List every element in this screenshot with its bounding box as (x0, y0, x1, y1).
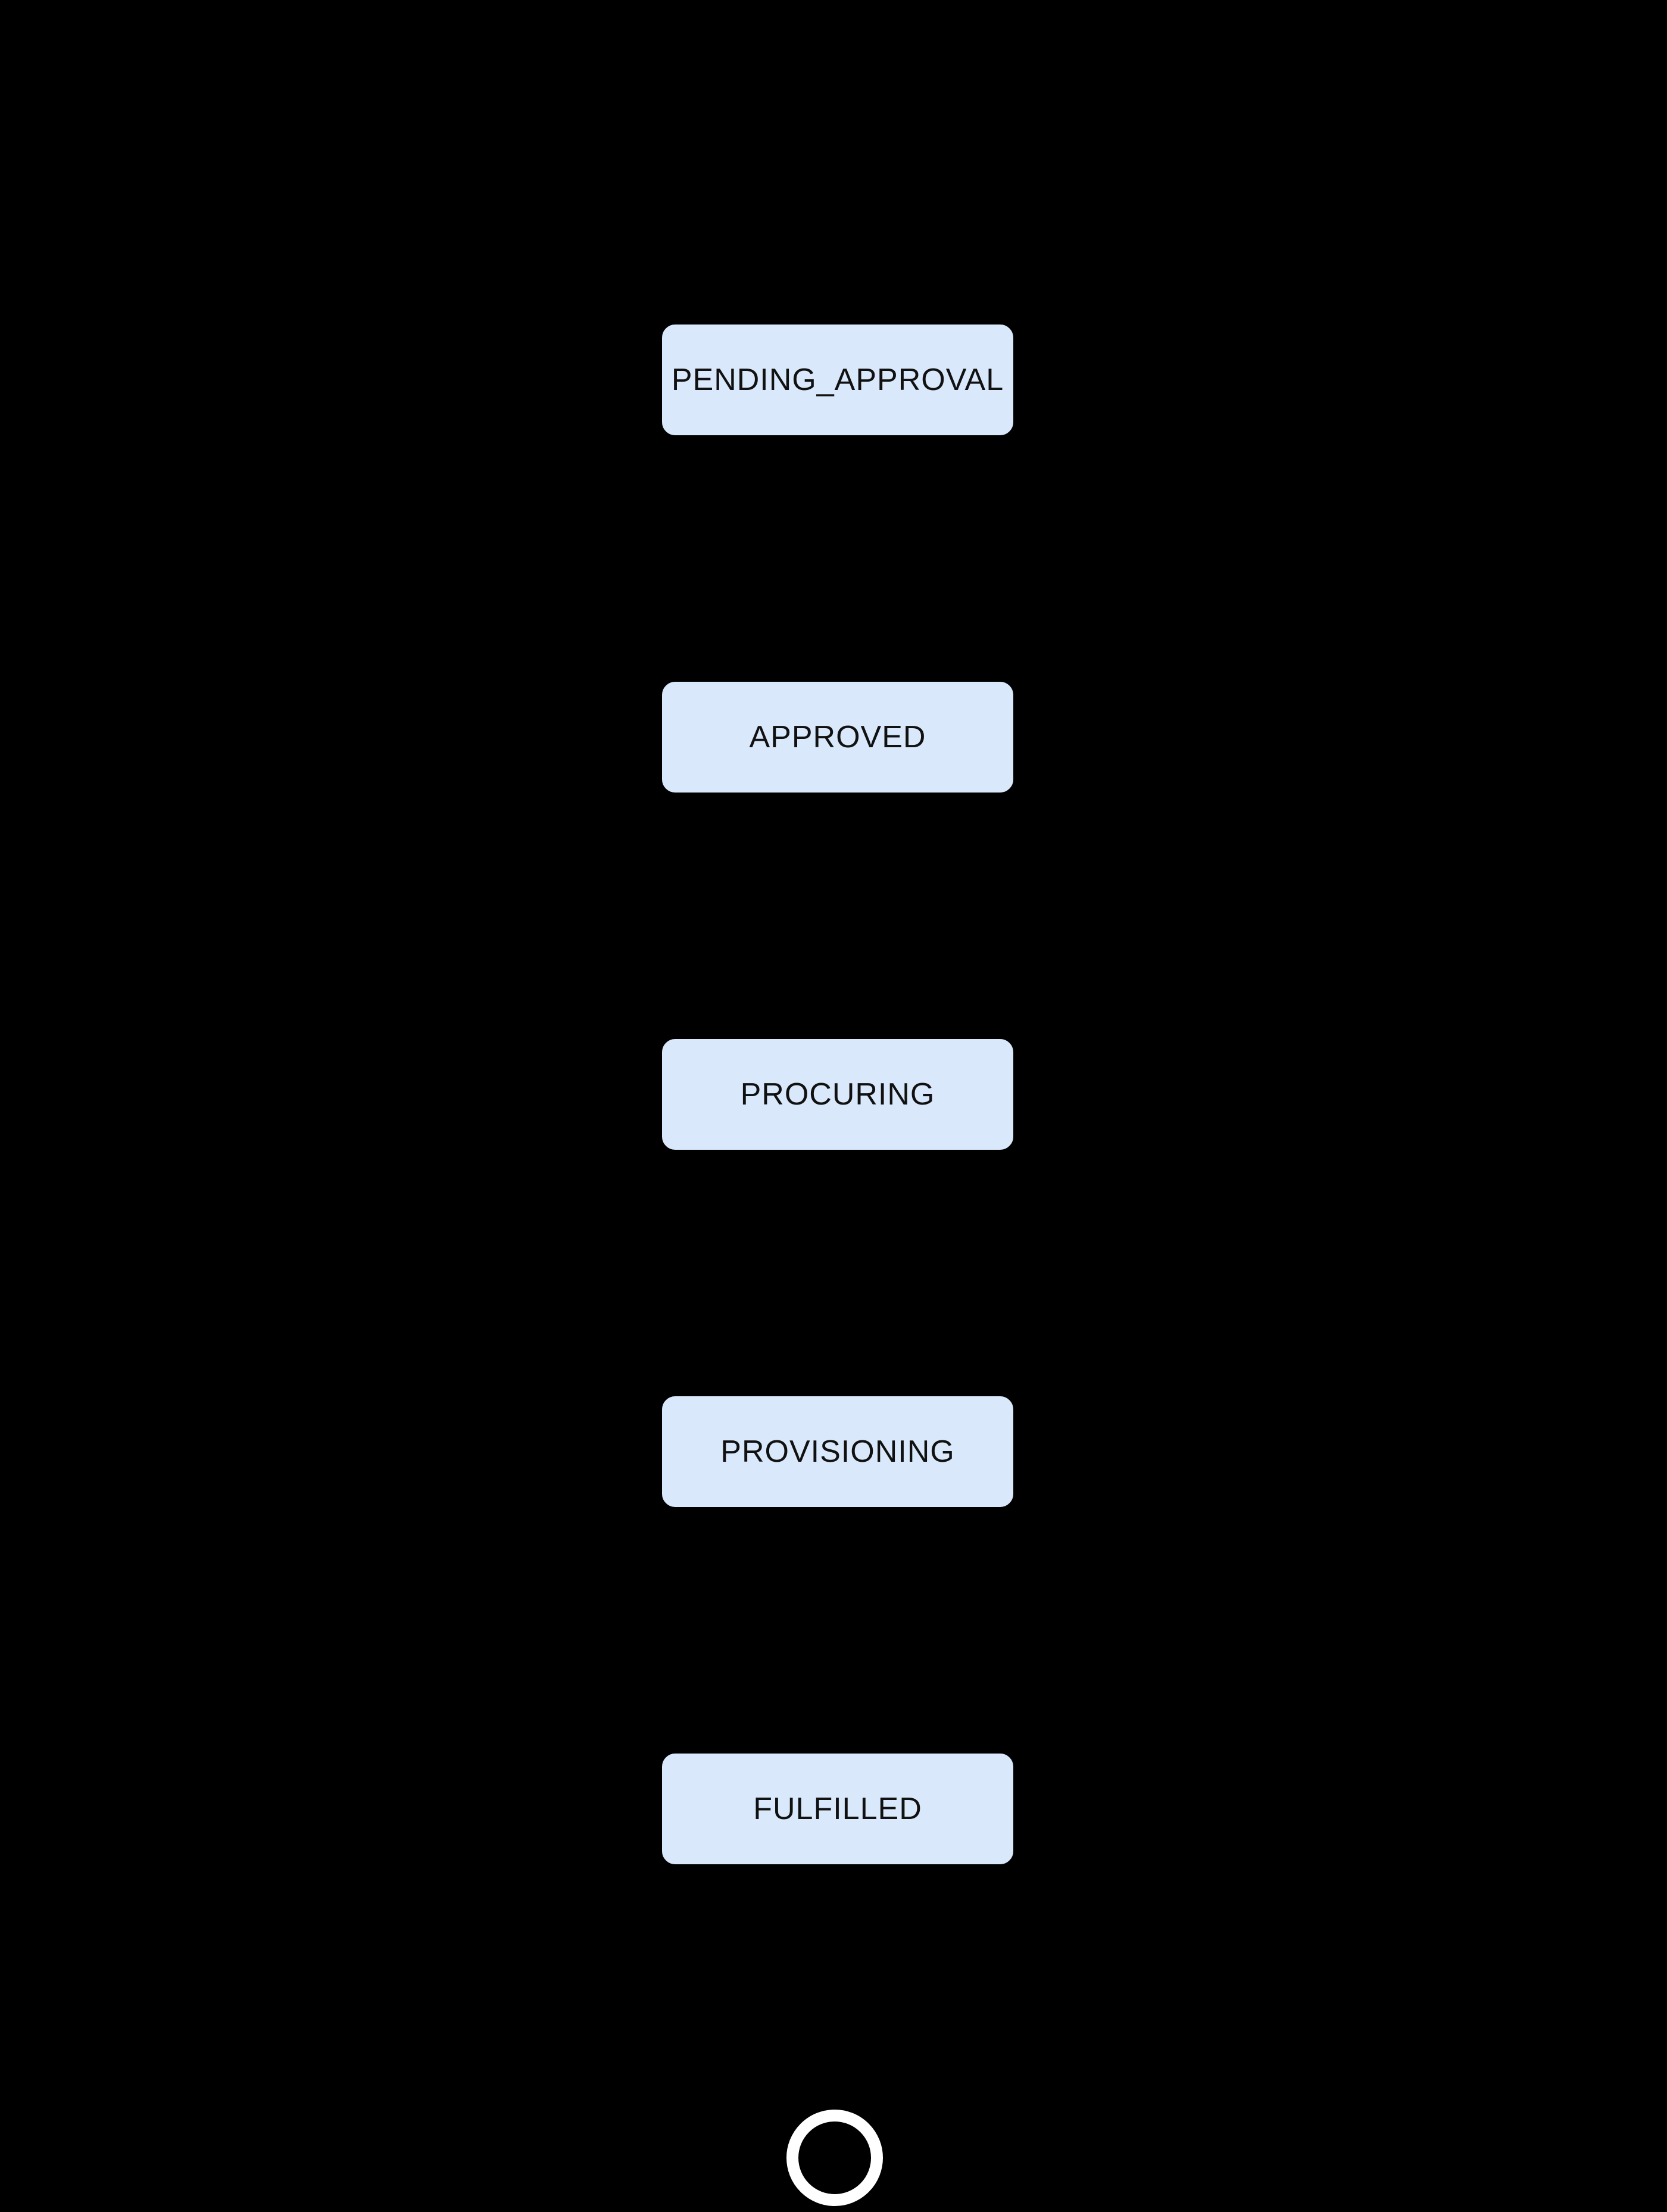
state-node-fulfilled: FULFILLED (661, 1752, 1014, 1865)
state-label: PROVISIONING (720, 1434, 955, 1469)
state-label: FULFILLED (753, 1792, 922, 1826)
state-node-pending-approval: PENDING_APPROVAL (661, 323, 1014, 436)
state-node-provisioning: PROVISIONING (661, 1395, 1014, 1508)
state-node-approved: APPROVED (661, 681, 1014, 794)
state-node-procuring: PROCURING (661, 1038, 1014, 1151)
final-state-ring-icon (786, 2110, 883, 2206)
state-label: PROCURING (740, 1077, 935, 1112)
state-label: APPROVED (749, 720, 926, 754)
state-label: PENDING_APPROVAL (671, 363, 1004, 397)
